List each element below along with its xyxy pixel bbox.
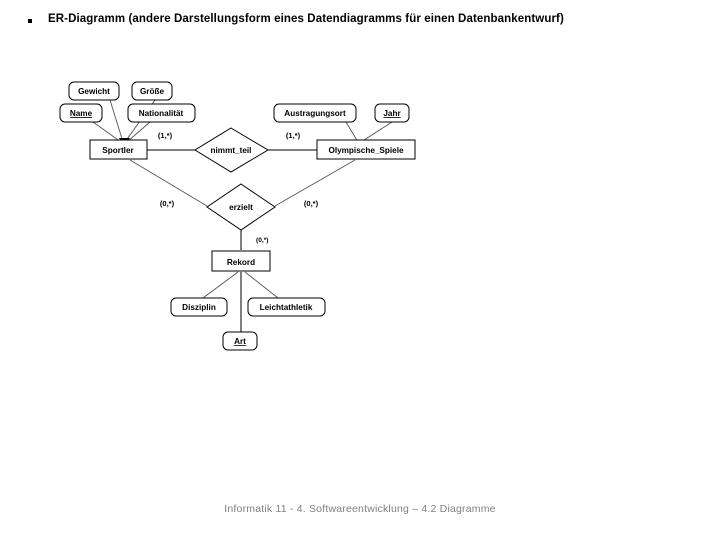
relationship-nimmt-teil-label: nimmt_teil bbox=[211, 146, 252, 155]
slide-bullet-text: ER-Diagramm (andere Darstellungsform ein… bbox=[48, 13, 564, 25]
relationship-connectors bbox=[129, 149, 356, 250]
attribute-name-label: Name bbox=[70, 109, 93, 118]
entity-sportler[interactable]: Sportler bbox=[89, 139, 148, 160]
entity-olympische-spiele-label: Olympische_Spiele bbox=[328, 146, 404, 155]
attribute-austragungsort-label: Austragungsort bbox=[284, 109, 346, 118]
cardinality-olympische-spiele-erzielt: (0,*) bbox=[304, 199, 319, 208]
attribute-art-label: Art bbox=[234, 337, 246, 346]
square-bullet-icon bbox=[28, 19, 32, 23]
attribute-groesse[interactable]: Größe bbox=[131, 81, 173, 101]
attribute-jahr[interactable]: Jahr bbox=[374, 103, 410, 123]
attribute-connectors-rekord bbox=[202, 271, 279, 332]
relationship-erzielt-label: erzielt bbox=[229, 203, 253, 212]
attribute-connectors-olympische-spiele bbox=[345, 121, 393, 143]
slide-bullet-row: ER-Diagramm (andere Darstellungsform ein… bbox=[28, 12, 688, 26]
attribute-disziplin-label: Disziplin bbox=[182, 303, 216, 312]
cardinality-olympische-spiele-nimmt-teil: (1,*) bbox=[286, 131, 301, 140]
attribute-jahr-label: Jahr bbox=[383, 109, 401, 118]
attribute-name[interactable]: Name bbox=[59, 103, 103, 123]
relationship-nimmt-teil[interactable]: nimmt_teil bbox=[194, 127, 269, 173]
attribute-leichtathletik[interactable]: Leichtathletik bbox=[247, 297, 326, 317]
attribute-austragungsort[interactable]: Austragungsort bbox=[273, 103, 357, 123]
attribute-art[interactable]: Art bbox=[222, 331, 258, 351]
cardinality-sportler-nimmt-teil: (1,*) bbox=[158, 131, 173, 140]
cardinality-rekord-erzielt: (0,*) bbox=[256, 237, 268, 244]
slide-footer: Informatik 11 - 4. Softwareentwicklung –… bbox=[224, 503, 496, 515]
attribute-nationalitaet-label: Nationalität bbox=[139, 109, 184, 118]
attribute-disziplin[interactable]: Disziplin bbox=[170, 297, 228, 317]
cardinality-sportler-erzielt: (0,*) bbox=[160, 199, 175, 208]
entity-olympische-spiele[interactable]: Olympische_Spiele bbox=[316, 139, 416, 160]
attribute-gewicht-label: Gewicht bbox=[78, 87, 110, 96]
attribute-gewicht[interactable]: Gewicht bbox=[68, 81, 120, 101]
attribute-nationalitaet[interactable]: Nationalität bbox=[127, 103, 196, 123]
entity-sportler-label: Sportler bbox=[102, 146, 134, 155]
relationship-erzielt[interactable]: erzielt bbox=[206, 183, 276, 231]
attribute-groesse-label: Größe bbox=[140, 87, 165, 96]
er-diagram: Gewicht Größe Name Nationalität Austragu… bbox=[55, 60, 455, 360]
entity-rekord-label: Rekord bbox=[227, 258, 255, 267]
entity-rekord[interactable]: Rekord bbox=[211, 250, 271, 272]
attribute-leichtathletik-label: Leichtathletik bbox=[260, 303, 313, 312]
